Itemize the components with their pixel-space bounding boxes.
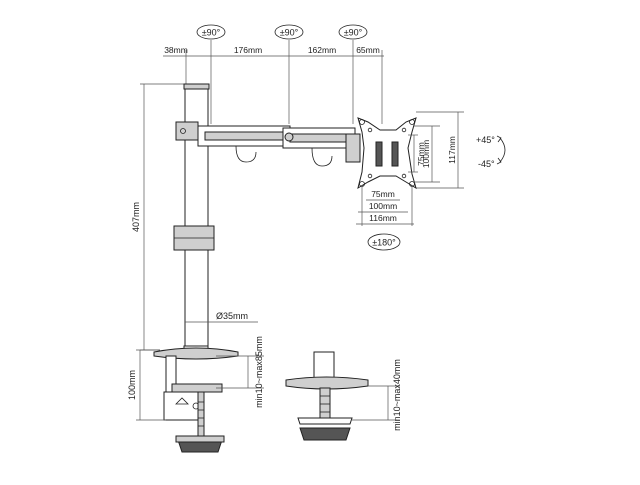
- clamp-height-label: 100mm: [127, 370, 137, 400]
- plate-height-117: 117mm: [447, 136, 457, 164]
- clamp-screw: [197, 391, 205, 441]
- tilt-down-label: -45°: [478, 159, 495, 169]
- pole: [173, 83, 215, 347]
- desk-clamp: [153, 345, 239, 453]
- rotation-label-1: ±90°: [202, 28, 221, 38]
- rotation-label-3: ±90°: [344, 28, 363, 38]
- rotation-badge-3: ±90°: [338, 24, 368, 40]
- width-65: 65mm: [356, 45, 380, 55]
- clamp-range-label: min10~max85mm: [254, 336, 264, 408]
- cable-clip-1: [235, 145, 257, 163]
- grommet-mount: [285, 351, 369, 441]
- vesa-height-100: 100mm: [421, 140, 431, 168]
- vesa-horizontal-dimensions: [356, 186, 414, 226]
- vesa-width-100: 100mm: [369, 201, 397, 211]
- grommet-dimensions: [352, 385, 400, 421]
- swivel-label: ±180°: [372, 238, 396, 248]
- vesa-plate: [357, 117, 417, 190]
- grommet-range-label: min10~max40mm: [392, 359, 402, 431]
- arm-joint: [284, 132, 294, 142]
- height-407-label: 407mm: [131, 202, 141, 232]
- pole-diameter-label: Ø35mm: [216, 311, 248, 321]
- grommet-knob: [299, 427, 351, 441]
- grommet-bolt: [319, 387, 331, 419]
- swivel-badge: ±180°: [367, 233, 401, 251]
- width-176: 176mm: [234, 45, 262, 55]
- width-162: 162mm: [308, 45, 336, 55]
- rotation-label-2: ±90°: [280, 28, 299, 38]
- clamp-dimensions: [136, 349, 264, 421]
- rotation-badge-2: ±90°: [274, 24, 304, 40]
- arm: [175, 121, 361, 167]
- grommet-plate: [285, 376, 369, 390]
- rotation-badge-1: ±90°: [196, 24, 226, 40]
- vesa-width-75: 75mm: [371, 189, 395, 199]
- vesa-vertical-dimensions: [408, 111, 464, 189]
- vesa-height-75: 75mm: [416, 142, 426, 166]
- plate-width-116: 116mm: [369, 213, 397, 223]
- tilt-indicator: [496, 135, 506, 165]
- cable-clip-2: [311, 147, 333, 167]
- width-38: 38mm: [164, 45, 188, 55]
- tilt-up-label: +45°: [476, 135, 495, 145]
